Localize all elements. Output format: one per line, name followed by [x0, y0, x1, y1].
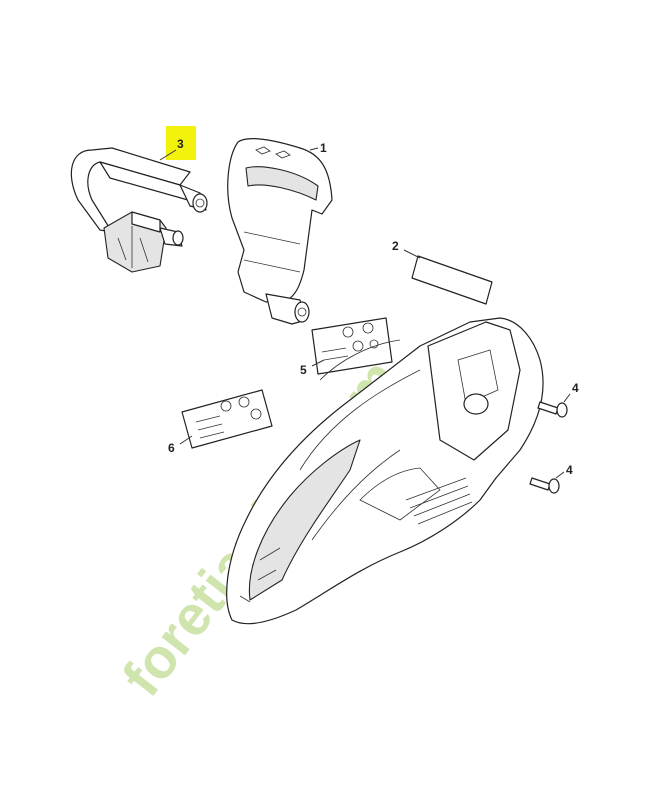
- callout-5: 5: [300, 359, 325, 377]
- warning-label-6[interactable]: [181, 389, 273, 449]
- callout-3-label: 3: [177, 137, 184, 151]
- callout-4-lower-label: 4: [566, 463, 573, 477]
- front-handle[interactable]: [70, 147, 208, 273]
- callout-6: 6: [168, 435, 193, 455]
- callout-3[interactable]: 3: [159, 126, 196, 161]
- callout-4-upper-label: 4: [572, 381, 579, 395]
- callout-1-label: 1: [320, 141, 327, 155]
- screw-upper[interactable]: [537, 401, 568, 418]
- callout-4-upper: 4: [563, 381, 579, 403]
- warning-label-5[interactable]: [311, 317, 393, 375]
- callout-6-label: 6: [168, 441, 175, 455]
- housing-shell[interactable]: [226, 317, 544, 625]
- callout-3-highlight: [166, 126, 196, 160]
- label-strip[interactable]: [411, 255, 493, 305]
- callout-4-lower: 4: [555, 463, 573, 479]
- screw-lower[interactable]: [529, 477, 560, 494]
- callout-2-label: 2: [392, 239, 399, 253]
- callout-2: 2: [392, 239, 421, 259]
- hand-guard[interactable]: [227, 138, 333, 325]
- callout-1: 1: [309, 141, 327, 155]
- callout-5-label: 5: [300, 363, 307, 377]
